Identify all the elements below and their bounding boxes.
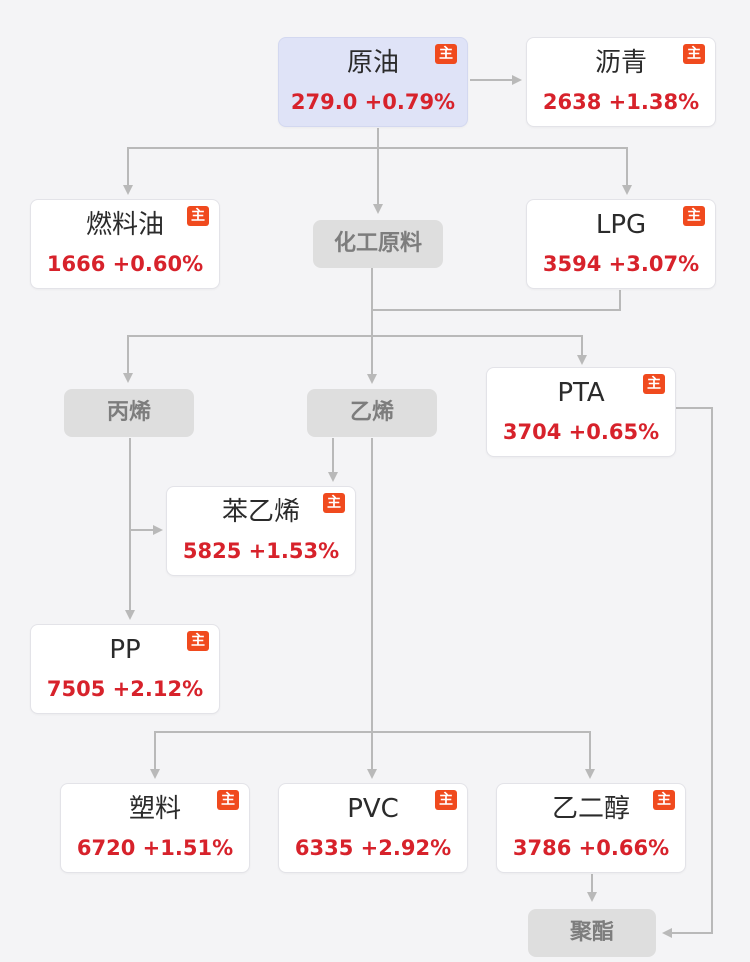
product-name: 沥青 [594, 48, 647, 78]
product-change: +0.66% [578, 836, 670, 860]
product-quote: 6720 +1.51% [61, 834, 249, 862]
edge-crude-fuel-oil [123, 147, 378, 195]
product-quote: 3594 +3.07% [527, 250, 715, 278]
edge-merge-pta [372, 335, 587, 365]
main-contract-badge: 主 [217, 790, 239, 810]
category-ethylene: 乙烯 [307, 389, 437, 437]
edge-ethylene-glycol [372, 731, 595, 779]
product-name: LPG [595, 210, 647, 240]
product-price: 2638 [542, 90, 602, 114]
edge-pta-polyester [662, 407, 713, 938]
product-name: PP [109, 635, 141, 665]
main-contract-badge: 主 [187, 631, 209, 651]
main-contract-badge: 主 [323, 493, 345, 513]
product-price: 6335 [294, 836, 354, 860]
product-quote: 2638 +1.38% [527, 88, 715, 116]
main-contract-badge: 主 [653, 790, 675, 810]
edge-ethylene-plastic [150, 731, 372, 779]
product-change: +2.92% [360, 836, 452, 860]
product-quote: 279.0 +0.79% [279, 88, 467, 116]
product-price: 3594 [542, 252, 602, 276]
product-card-styrene[interactable]: 苯乙烯 5825 +1.53% 主 [166, 486, 356, 576]
product-quote: 3704 +0.65% [487, 418, 675, 446]
main-contract-badge: 主 [435, 44, 457, 64]
product-card-pvc[interactable]: PVC 6335 +2.92% 主 [278, 783, 468, 873]
main-contract-badge: 主 [435, 790, 457, 810]
product-card-fuel-oil[interactable]: 燃料油 1666 +0.60% 主 [30, 199, 220, 289]
product-price: 6720 [76, 836, 136, 860]
product-name: 塑料 [128, 794, 181, 824]
product-card-pta[interactable]: PTA 3704 +0.65% 主 [486, 367, 676, 457]
category-polyester: 聚酯 [528, 909, 656, 957]
product-price: 3704 [502, 420, 562, 444]
edge-crude-lpg [378, 147, 632, 195]
product-change: +3.07% [608, 252, 700, 276]
product-card-crude[interactable]: 原油 279.0 +0.79% 主 [278, 37, 468, 127]
product-name: 乙二醇 [551, 794, 630, 824]
product-change: +1.38% [608, 90, 700, 114]
product-change: +1.51% [142, 836, 234, 860]
edge-lpg-merge [372, 290, 621, 311]
product-card-asphalt[interactable]: 沥青 2638 +1.38% 主 [526, 37, 716, 127]
main-contract-badge: 主 [187, 206, 209, 226]
product-quote: 6335 +2.92% [279, 834, 467, 862]
product-name: 苯乙烯 [221, 497, 300, 527]
product-name: 原油 [346, 48, 399, 78]
product-name: PVC [347, 794, 399, 824]
product-card-ethylene-glycol[interactable]: 乙二醇 3786 +0.66% 主 [496, 783, 686, 873]
product-change: +0.79% [364, 90, 456, 114]
product-name: 燃料油 [85, 210, 164, 240]
main-contract-badge: 主 [683, 206, 705, 226]
product-price: 7505 [46, 677, 106, 701]
product-change: +0.65% [568, 420, 660, 444]
product-change: +0.60% [112, 252, 204, 276]
product-price: 1666 [46, 252, 106, 276]
product-name: PTA [557, 378, 605, 408]
product-change: +1.53% [248, 539, 340, 563]
main-contract-badge: 主 [643, 374, 665, 394]
product-card-lpg[interactable]: LPG 3594 +3.07% 主 [526, 199, 716, 289]
category-chemical-feedstock: 化工原料 [313, 220, 443, 268]
product-quote: 7505 +2.12% [31, 675, 219, 703]
product-quote: 3786 +0.66% [497, 834, 685, 862]
product-price: 5825 [182, 539, 242, 563]
product-quote: 1666 +0.60% [31, 250, 219, 278]
main-contract-badge: 主 [683, 44, 705, 64]
product-card-plastic[interactable]: 塑料 6720 +1.51% 主 [60, 783, 250, 873]
product-price: 3786 [512, 836, 572, 860]
category-propylene: 丙烯 [64, 389, 194, 437]
product-change: +2.12% [112, 677, 204, 701]
product-price: 279.0 [290, 90, 358, 114]
edge-merge-propylene [123, 335, 372, 383]
product-quote: 5825 +1.53% [167, 537, 355, 565]
